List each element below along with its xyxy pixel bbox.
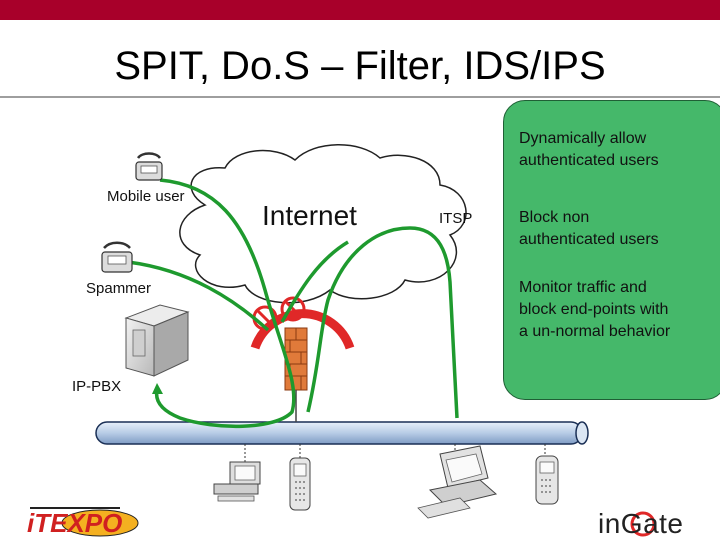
- network-backbone: [95, 421, 589, 445]
- firewall-icon: [250, 309, 355, 422]
- blocked-sign-icon: [280, 296, 306, 322]
- slide-title: SPIT, Do.S – Filter, IDS/IPS: [114, 44, 606, 88]
- internet-label: Internet: [262, 200, 357, 231]
- top-accent-bar: [0, 0, 720, 20]
- title-divider: [0, 96, 720, 98]
- feature-monitor-line: a un-normal behavior: [519, 323, 671, 340]
- itexpo-logo-icon: [30, 507, 139, 537]
- drop-lines: [244, 444, 546, 462]
- itexpo-logo: iTEXPO: [27, 508, 123, 538]
- feature-monitor-line: block end-points with: [519, 301, 669, 318]
- arrow-head-icon: [152, 383, 163, 394]
- spammer-label: Spammer: [86, 280, 152, 297]
- traffic-flows: [127, 178, 459, 429]
- feature-allow: Dynamically allow authenticated users: [519, 128, 659, 172]
- ingate-logo-icon: [630, 511, 656, 537]
- feature-block-line: Block non: [519, 209, 590, 226]
- feature-monitor: Monitor traffic and block end-points wit…: [519, 277, 670, 343]
- internet-cloud: [179, 144, 467, 304]
- feature-allow-line: Dynamically allow: [519, 130, 647, 147]
- mobile-phone-icon: [289, 457, 311, 511]
- ip-pbx-label: IP-PBX: [72, 378, 122, 395]
- ingate-logo: inGate: [598, 508, 684, 539]
- feature-block-line: authenticated users: [519, 231, 659, 248]
- feature-allow-line: authenticated users: [519, 152, 659, 169]
- features-panel: [503, 100, 720, 400]
- mobile-phone-icon: [535, 455, 559, 505]
- feature-monitor-line: Monitor traffic and: [519, 279, 647, 296]
- feature-block: Block non authenticated users: [519, 207, 659, 251]
- pbx-server-icon: [124, 304, 190, 377]
- itsp-label: ITSP: [439, 210, 473, 227]
- desktop-computer-icon: [213, 461, 261, 502]
- mobile-user-label: Mobile user: [107, 188, 185, 205]
- phone-icon: [101, 241, 133, 273]
- desktop-computer-icon: [417, 445, 498, 519]
- phone-icon: [135, 152, 163, 181]
